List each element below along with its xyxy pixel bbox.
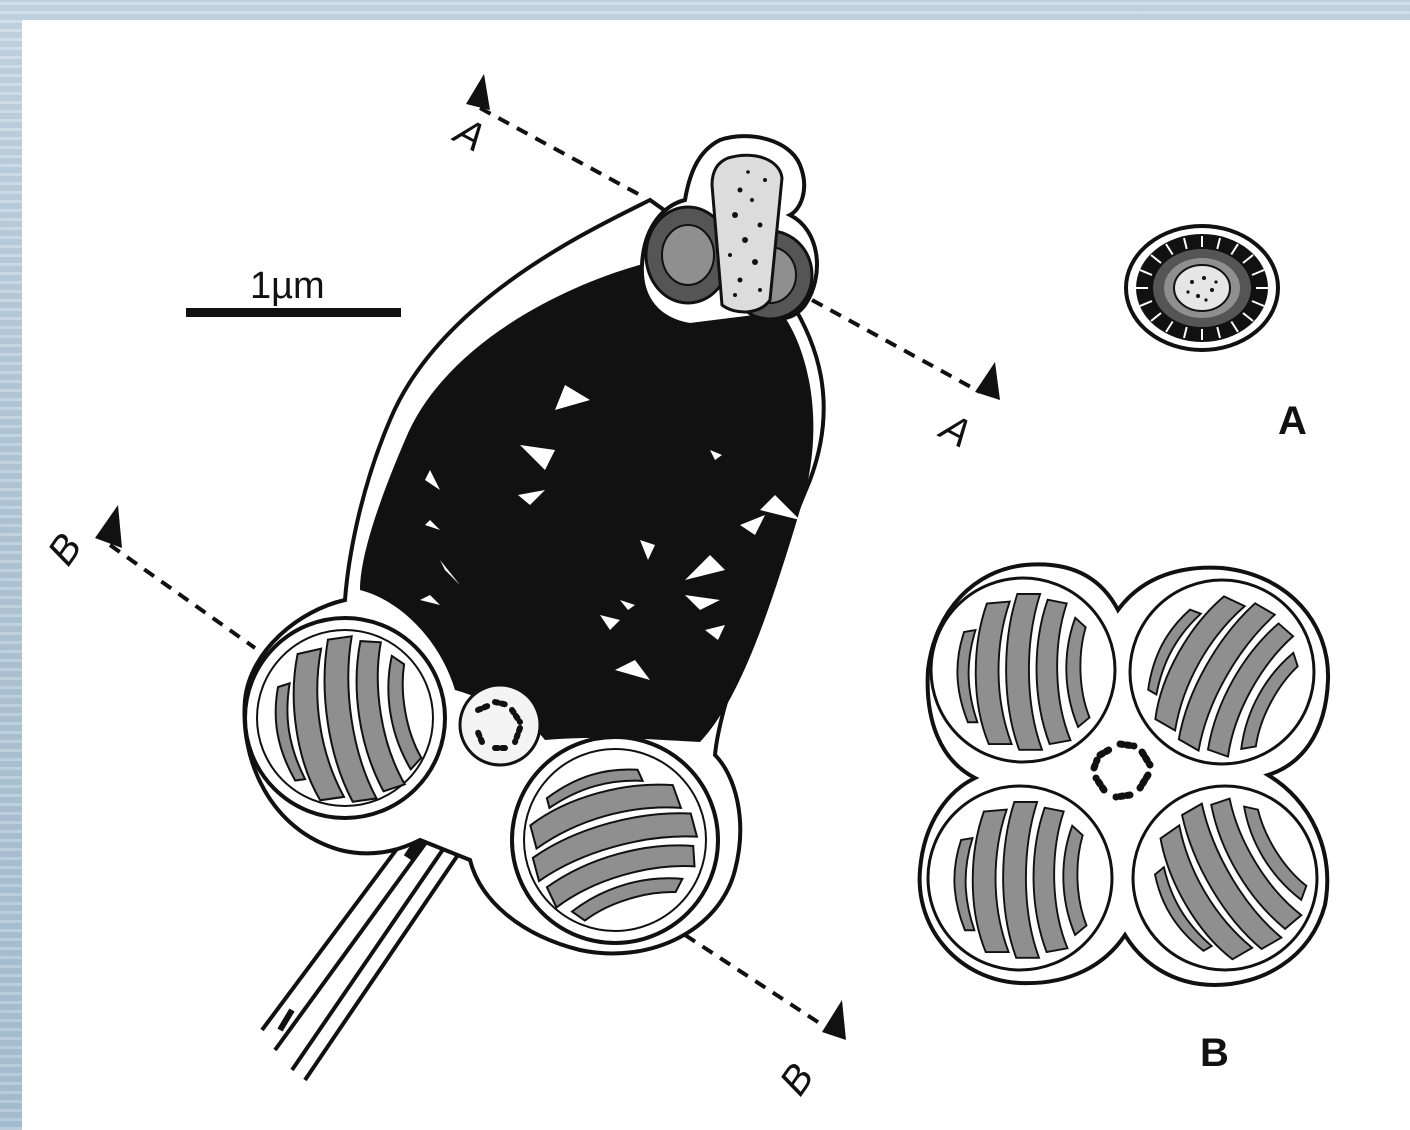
arrow-head-icon	[975, 362, 1000, 400]
arrow-head-icon	[822, 1000, 846, 1040]
mitochondrion-left	[245, 618, 445, 818]
acrosome	[642, 136, 817, 325]
cross-section-a	[1126, 226, 1278, 350]
scale-bar	[186, 308, 401, 317]
centriole	[460, 685, 540, 765]
cross-mito-3	[928, 786, 1112, 970]
scale-bar-label: 1µm	[250, 265, 325, 307]
section-marker-a-top: A	[446, 108, 492, 160]
panel-label-b: B	[1200, 1031, 1229, 1075]
cross-section-b	[920, 564, 1328, 985]
panel-label-a: A	[1278, 399, 1307, 443]
section-marker-b-top: B	[39, 526, 90, 573]
arrow-head-icon	[466, 74, 490, 110]
mitochondrion-right	[512, 737, 718, 943]
section-marker-b-bottom: B	[771, 1056, 822, 1103]
arrow-head-icon	[95, 505, 122, 548]
section-marker-a-bottom: A	[932, 404, 978, 456]
cross-mito-1	[931, 578, 1115, 762]
